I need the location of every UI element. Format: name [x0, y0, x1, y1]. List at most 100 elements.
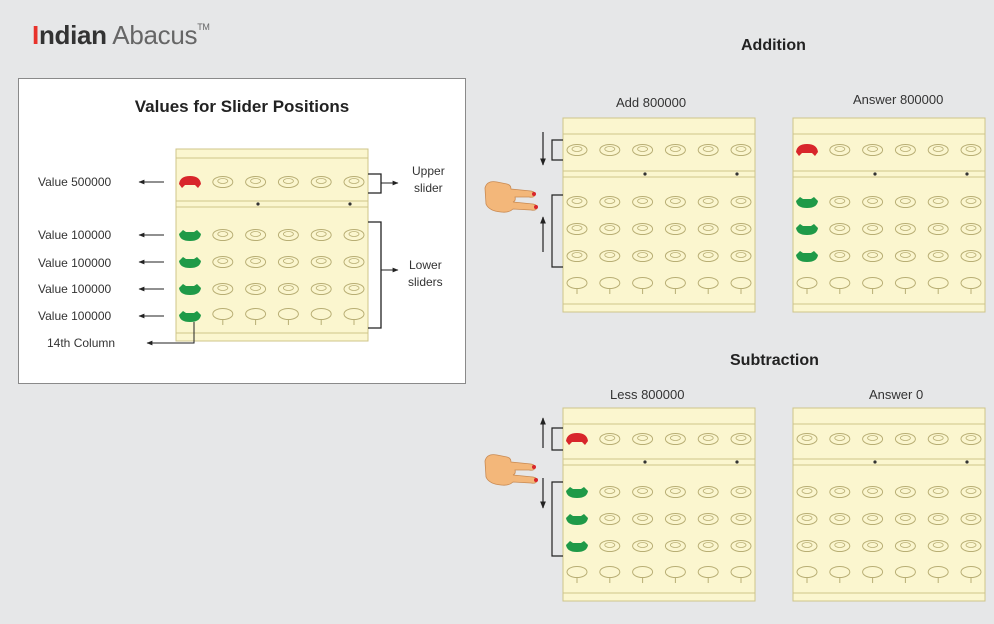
upper-bead-active: [566, 433, 588, 445]
bead-rest: [632, 513, 654, 525]
value-label-lower-4: Value 100000: [38, 309, 112, 323]
lower-sliders-label-2: sliders: [408, 275, 443, 289]
bead-rest: [894, 513, 916, 525]
bead-rest: [277, 256, 299, 268]
bead-rest: [632, 196, 654, 208]
upper-bracket: [368, 173, 382, 194]
abacus-frame: [175, 148, 369, 342]
bead-rest: [277, 283, 299, 295]
legend-brackets: [368, 173, 399, 329]
bead-rest: [632, 223, 654, 235]
bead-rest: [632, 250, 654, 262]
value-label-lower-3: Value 100000: [38, 282, 112, 296]
bead-rest: [862, 250, 884, 262]
lower-bead-active: [566, 487, 588, 498]
bead-rest: [862, 433, 884, 445]
brand-logo: Indian AbacusTM: [32, 20, 210, 51]
bead-rest: [829, 486, 851, 498]
lower-bead-active: [796, 251, 818, 262]
bead-rest: [730, 250, 752, 262]
bead-rest: [730, 196, 752, 208]
bead-rest: [599, 144, 621, 156]
legend-title: Values for Slider Positions: [134, 97, 350, 116]
bead-rest: [829, 196, 851, 208]
lower-bead-active: [566, 514, 588, 525]
brand-letter: I: [32, 20, 39, 50]
brand-word2: Abacus: [112, 20, 198, 50]
abacus-legend: [175, 148, 369, 342]
bead-rest: [245, 283, 267, 295]
value-label-lower-2: Value 100000: [38, 256, 112, 270]
upper-slider-label-1: Upper: [412, 164, 445, 178]
bead-rest: [894, 250, 916, 262]
bead-rest: [664, 144, 686, 156]
divider-dot: [256, 202, 260, 206]
bead-rest: [796, 486, 818, 498]
bead-rest: [697, 433, 719, 445]
bead-rest: [829, 223, 851, 235]
bead-rest: [697, 540, 719, 552]
bead-rest: [697, 196, 719, 208]
divider-dot: [643, 460, 647, 464]
bead-rest: [730, 433, 752, 445]
divider-dot: [735, 172, 739, 176]
brand-word1: ndian: [38, 20, 107, 50]
bead-rest: [664, 486, 686, 498]
add-step-indicators: [540, 132, 563, 268]
legend-arrows: [138, 179, 195, 346]
sub-answer-label: Answer 0: [869, 387, 924, 402]
divider-dot: [965, 172, 969, 176]
lower-bead-active: [179, 311, 201, 322]
bead-rest: [894, 223, 916, 235]
bead-rest: [599, 250, 621, 262]
bead-rest: [697, 144, 719, 156]
bead-rest: [664, 540, 686, 552]
addition-title: Addition: [741, 37, 806, 54]
lower-bead-active: [179, 257, 201, 268]
bead-rest: [212, 256, 234, 268]
bead-rest: [862, 196, 884, 208]
bead-rest: [862, 540, 884, 552]
bead-rest: [894, 144, 916, 156]
sub-step-indicators: [540, 417, 563, 557]
lower-sliders-label-1: Lower: [409, 258, 442, 272]
bead-rest: [599, 223, 621, 235]
bead-rest: [927, 433, 949, 445]
bead-rest: [599, 433, 621, 445]
upper-bead-active: [179, 176, 201, 188]
bead-rest: [697, 250, 719, 262]
bead-rest: [829, 540, 851, 552]
bead-rest: [212, 176, 234, 188]
divider-dot: [965, 460, 969, 464]
add-step-label: Add 800000: [616, 95, 687, 110]
bead-rest: [829, 144, 851, 156]
upper-bead-active: [796, 144, 818, 156]
bead-rest: [277, 176, 299, 188]
lower-bead-active: [796, 224, 818, 235]
abacus-sub-step: [562, 407, 756, 602]
abacus-frame: [792, 117, 986, 313]
bead-rest: [894, 196, 916, 208]
divider-dot: [643, 172, 647, 176]
bead-rest: [730, 486, 752, 498]
bead-rest: [730, 540, 752, 552]
bead-rest: [632, 144, 654, 156]
bead-rest: [697, 223, 719, 235]
bead-rest: [245, 256, 267, 268]
subtraction-title: Subtraction: [730, 352, 819, 369]
bead-rest: [862, 513, 884, 525]
bead-rest: [796, 433, 818, 445]
abacus-frame: [792, 407, 986, 602]
pointing-hand-icon: [484, 454, 538, 486]
lower-bead-active: [566, 541, 588, 552]
bead-rest: [212, 283, 234, 295]
bead-rest: [960, 223, 982, 235]
sub-step-label: Less 800000: [610, 387, 685, 402]
brand-tm: TM: [197, 22, 210, 32]
value-label-upper: Value 500000: [38, 175, 112, 189]
bead-rest: [960, 196, 982, 208]
divider-dot: [348, 202, 352, 206]
bead-rest: [664, 223, 686, 235]
bead-rest: [894, 486, 916, 498]
